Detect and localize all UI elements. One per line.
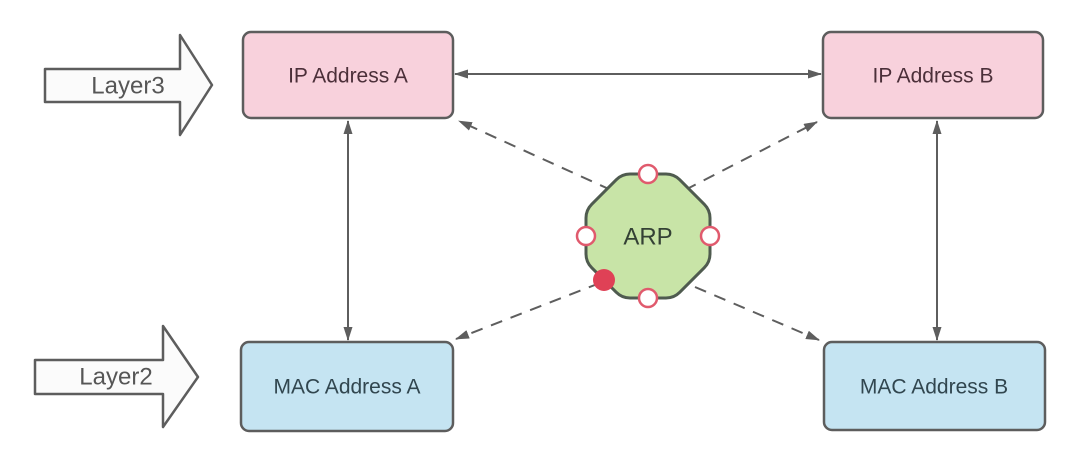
mac-address-a-node[interactable]: MAC Address A [239,340,455,433]
mac-address-a-box[interactable] [239,340,455,433]
ip-address-b-label: IP Address B [872,65,993,88]
layer2-arrow-shape[interactable] [33,324,200,429]
mac-address-b-node[interactable]: MAC Address B [822,340,1047,432]
layer3-arrow-shape[interactable] [43,33,214,137]
connection-handle-right[interactable] [699,225,721,247]
mac-address-b-label: MAC Address B [860,376,1008,399]
ip-address-a-node[interactable]: IP Address A [241,30,455,120]
ip-address-b-box[interactable] [821,30,1045,120]
ip-address-a-label: IP Address A [288,65,408,88]
active-connection-dot[interactable] [593,269,615,291]
mac-address-b-box[interactable] [822,340,1047,432]
layer2-label: Layer2 [79,364,152,391]
connection-handle-bottom[interactable] [637,287,659,309]
layer3-tag[interactable]: Layer3 [43,33,214,137]
connection-handle-left[interactable] [575,225,597,247]
arp-octagon-shape[interactable] [584,172,712,300]
edge-arp-to-mac-b[interactable] [694,286,820,341]
ip-address-b-node[interactable]: IP Address B [821,30,1045,120]
edge-arp-to-ip-b[interactable] [684,121,818,191]
layer3-label: Layer3 [91,73,164,100]
arp-node[interactable]: ARP [584,172,712,300]
ip-address-a-box[interactable] [241,30,455,120]
arp-label: ARP [623,224,672,251]
dashed-edges [455,120,820,341]
edge-arp-to-mac-a[interactable] [455,282,601,340]
edge-arp-to-ip-a[interactable] [458,120,612,191]
connection-handle-top[interactable] [637,163,659,185]
layer2-tag[interactable]: Layer2 [33,324,200,429]
solid-edges [343,69,942,341]
mac-address-a-label: MAC Address A [273,376,420,399]
connection-handles [575,163,721,309]
